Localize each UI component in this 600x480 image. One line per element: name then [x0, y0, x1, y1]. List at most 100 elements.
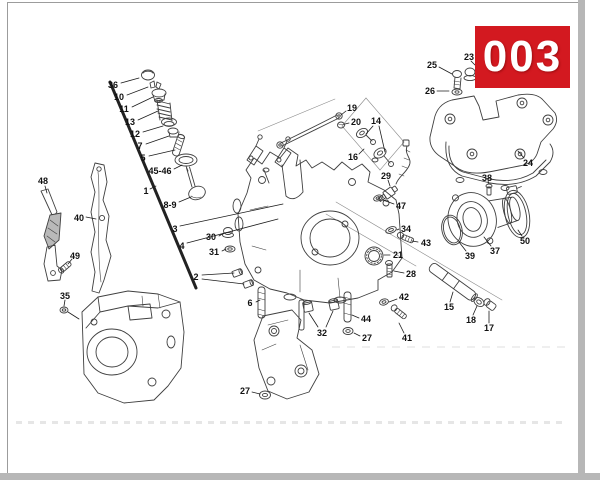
- leader-line-39: [458, 241, 467, 252]
- leader-line-42: [388, 298, 398, 303]
- leader-line-15: [449, 291, 454, 303]
- leader-line-31: [221, 248, 227, 252]
- faint-print-artifacts: [332, 346, 568, 348]
- callout-35: 35: [60, 291, 70, 301]
- leader-line-16: [358, 148, 365, 155]
- callout-38: 38: [482, 173, 492, 183]
- leader-line-13: [137, 110, 159, 121]
- callout-36: 36: [108, 80, 118, 90]
- callout-49: 49: [70, 251, 80, 261]
- leader-line-44: [351, 314, 360, 319]
- shaft-15-drawing: [428, 262, 497, 311]
- callout-47: 47: [396, 201, 406, 211]
- callout-27: 27: [240, 386, 250, 396]
- callout-8-9: 8-9: [163, 200, 176, 210]
- sensor-29-drawing: [373, 139, 411, 202]
- leader-line-47: [382, 199, 395, 205]
- leader-line-43: [411, 240, 419, 243]
- leader-line-2: [201, 272, 235, 276]
- callout-31: 31: [209, 247, 219, 257]
- leader-line-25: [438, 66, 453, 75]
- callout-34: 34: [401, 224, 411, 234]
- callout-41: 41: [402, 333, 412, 343]
- callout-7: 7: [137, 141, 142, 151]
- leader-line-5: [148, 149, 176, 157]
- leader-line-3: [179, 203, 284, 227]
- leader-line-10: [126, 86, 149, 96]
- leader-line-45-46: [173, 164, 183, 170]
- leader-line-35: [63, 299, 66, 307]
- page-shadow-right: [578, 0, 585, 480]
- leader-line-24: [517, 150, 525, 159]
- page-number-badge: 003: [475, 26, 570, 88]
- studs-and-bushings-drawing: [257, 286, 354, 400]
- callout-12: 12: [130, 129, 140, 139]
- faint-print-artifacts: [16, 421, 568, 424]
- callout-17: 17: [484, 323, 494, 333]
- callout-32: 32: [317, 328, 327, 338]
- callout-39: 39: [465, 251, 475, 261]
- leader-line-40: [85, 216, 97, 220]
- alignment-construction-lines: [257, 97, 503, 301]
- leader-line-14: [365, 125, 374, 135]
- callout-24: 24: [523, 158, 533, 168]
- callout-43: 43: [421, 238, 431, 248]
- callout-44: 44: [361, 314, 371, 324]
- leader-line-32: [308, 312, 319, 328]
- rocker-arm-drawing: [246, 134, 292, 184]
- leader-line-49: [67, 258, 73, 265]
- leader-line-36: [120, 77, 140, 84]
- leader-line-2: [201, 278, 245, 285]
- callout-11: 11: [119, 104, 129, 114]
- callout-26: 26: [425, 86, 435, 96]
- leader-line-34: [396, 228, 400, 231]
- leader-line-14: [378, 125, 386, 153]
- leader-line-37: [483, 236, 492, 247]
- callout-21: 21: [393, 250, 403, 260]
- callout-18: 18: [466, 315, 476, 325]
- callout-layer: 36101113127545-4618-94840493530312346273…: [38, 52, 533, 396]
- plug-35-drawing: [59, 306, 80, 320]
- callout-40: 40: [74, 213, 84, 223]
- leader-line-27: [251, 391, 261, 395]
- intake-manifold-drawing: [441, 185, 531, 247]
- callout-27: 27: [362, 333, 372, 343]
- callout-29: 29: [381, 171, 391, 181]
- page-number-text: 003: [482, 32, 563, 81]
- bolt-49-drawing: [58, 261, 72, 274]
- leader-line-4: [186, 218, 279, 244]
- washer-31-drawing: [224, 245, 236, 253]
- leader-line-18: [472, 305, 478, 316]
- leader-line-41: [398, 322, 405, 334]
- fittings-14-16-drawing: [355, 127, 394, 167]
- leader-line-27: [353, 332, 361, 337]
- callout-5: 5: [140, 153, 145, 163]
- leader-line-12: [142, 125, 164, 133]
- callout-4: 4: [179, 241, 184, 251]
- callout-23: 23: [464, 52, 474, 62]
- leader-line-48: [44, 185, 48, 194]
- page-shadow-bottom: [0, 473, 600, 480]
- leader-line-28: [393, 270, 405, 274]
- callout-1: 1: [143, 186, 148, 196]
- leader-line-38: [487, 180, 490, 185]
- callout-15: 15: [444, 302, 454, 312]
- leader-line-11: [131, 96, 154, 108]
- cylinder-block-drawing: [81, 290, 185, 404]
- valve-train-parts-drawing: [141, 69, 206, 201]
- callout-2: 2: [193, 272, 198, 282]
- leader-line-8-9: [178, 196, 192, 203]
- leader-line-32: [325, 310, 334, 328]
- assembly-bracket-line: [108, 80, 198, 290]
- callout-25: 25: [427, 60, 437, 70]
- callout-28: 28: [406, 269, 416, 279]
- cam-chain-guide-40-drawing: [90, 162, 112, 294]
- valve-cover-drawing: [429, 93, 558, 191]
- cylinder-head-drawing: [232, 147, 403, 304]
- page-edge-top: [7, 2, 579, 3]
- cam-chain-guide-48-drawing: [40, 188, 63, 282]
- callout-20: 20: [351, 117, 361, 127]
- side-bracket-drawing: [253, 309, 320, 400]
